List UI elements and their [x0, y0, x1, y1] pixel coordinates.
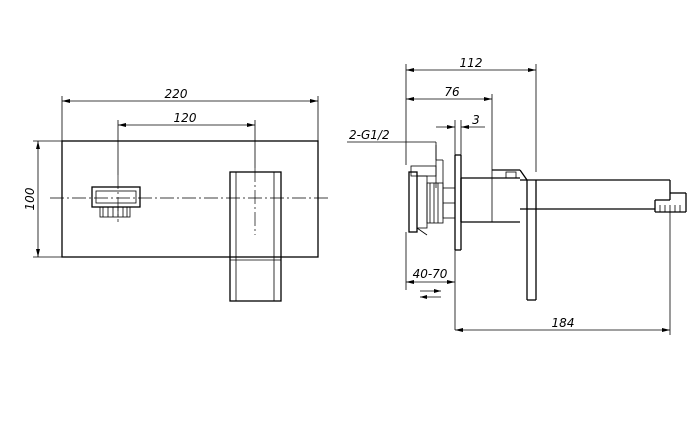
dimension-3: 3 — [436, 113, 485, 155]
spout — [460, 177, 687, 223]
dimension-112: 112 — [405, 56, 537, 172]
dim-label-76: 76 — [444, 85, 460, 99]
wall-plate-side — [454, 154, 462, 251]
dim-label-112: 112 — [460, 56, 483, 70]
dim-label-184: 184 — [552, 316, 575, 330]
dimension-120: 120 — [117, 111, 256, 175]
wall-plate-outline — [61, 140, 319, 258]
valve-body — [408, 145, 456, 236]
dim-label-40-70: 40-70 — [413, 267, 448, 281]
dimension-76: 76 — [406, 85, 493, 170]
connection-leader: 2-G1/2 — [347, 128, 437, 160]
dim-label-220: 220 — [165, 87, 188, 101]
dimension-220: 220 — [61, 87, 319, 141]
dim-label-120: 120 — [174, 111, 197, 125]
left-connector — [91, 186, 141, 218]
front-view: 220 120 100 — [23, 87, 330, 302]
dimension-100: 100 — [23, 140, 62, 258]
lever-handle — [229, 171, 282, 302]
dimension-40-70: 40-70 — [405, 232, 456, 330]
dim-label-100: 100 — [23, 187, 37, 210]
dimension-184: 184 — [455, 212, 671, 335]
side-view: 112 76 3 2-G1/2 — [347, 56, 687, 335]
lever-side — [491, 169, 537, 301]
connection-label: 2-G1/2 — [349, 128, 390, 142]
dim-label-3: 3 — [472, 113, 480, 127]
